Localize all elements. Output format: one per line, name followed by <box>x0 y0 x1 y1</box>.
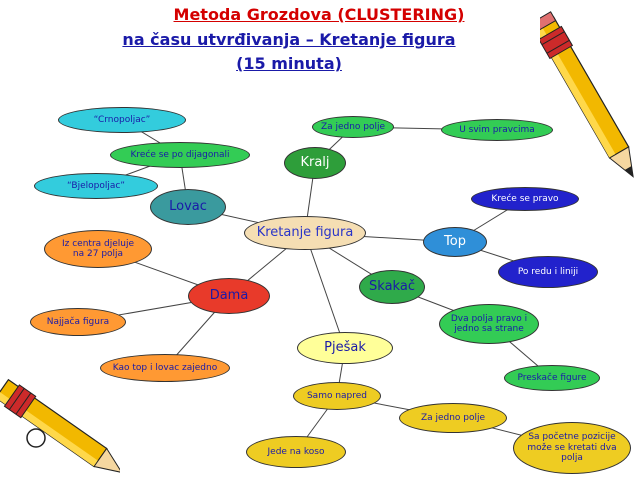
node-u-svim-pravcima: U svim pravcima <box>441 119 553 141</box>
node-krece-dijagonali: Kreće se po dijagonali <box>110 142 250 168</box>
node-top: Top <box>423 227 487 257</box>
node-bjelopoljac: “Bjelopoljac” <box>34 173 158 199</box>
node-dama: Dama <box>188 278 270 314</box>
node-preskace: Preskače figure <box>504 365 600 391</box>
node-za-jedno-polje-2: Za jedno polje <box>399 403 507 433</box>
node-kretanje-figura: Kretanje figura <box>244 216 366 250</box>
link-center-pjesak <box>304 232 346 349</box>
title-line-1: Metoda Grozdova (CLUSTERING) <box>173 5 465 24</box>
node-kralj: Kralj <box>284 147 346 179</box>
node-sa-pocetne: Sa početne pozicije može se kretati dva … <box>513 422 631 474</box>
node-lovac: Lovac <box>150 189 226 225</box>
node-krece-pravo: Kreće se pravo <box>471 187 579 211</box>
node-po-redu: Po redu i liniji <box>498 256 598 288</box>
node-crnopoljac: “Crnopoljac” <box>58 107 186 133</box>
node-samo-napred: Samo napred <box>293 382 381 410</box>
title-line-2: na času utvrđivanja – Kretanje figura <box>122 30 456 49</box>
node-dva-polja: Dva polja pravo i jedno sa strane <box>439 304 539 344</box>
pencil-icon <box>0 378 120 474</box>
node-skakac: Skakač <box>359 270 425 304</box>
node-kao-top: Kao top i lovac zajedno <box>100 354 230 382</box>
title-line-3: (15 minuta) <box>236 54 342 73</box>
node-jede-na-koso: Jede na koso <box>246 436 346 468</box>
pencil-icon <box>540 11 634 178</box>
node-za-jedno-polje-1: Za jedno polje <box>312 116 394 138</box>
node-pjesak: Pješak <box>297 332 393 364</box>
node-najjaca: Najjača figura <box>30 308 126 336</box>
node-iz-centra: Iz centra djeluje na 27 polja <box>44 230 152 268</box>
